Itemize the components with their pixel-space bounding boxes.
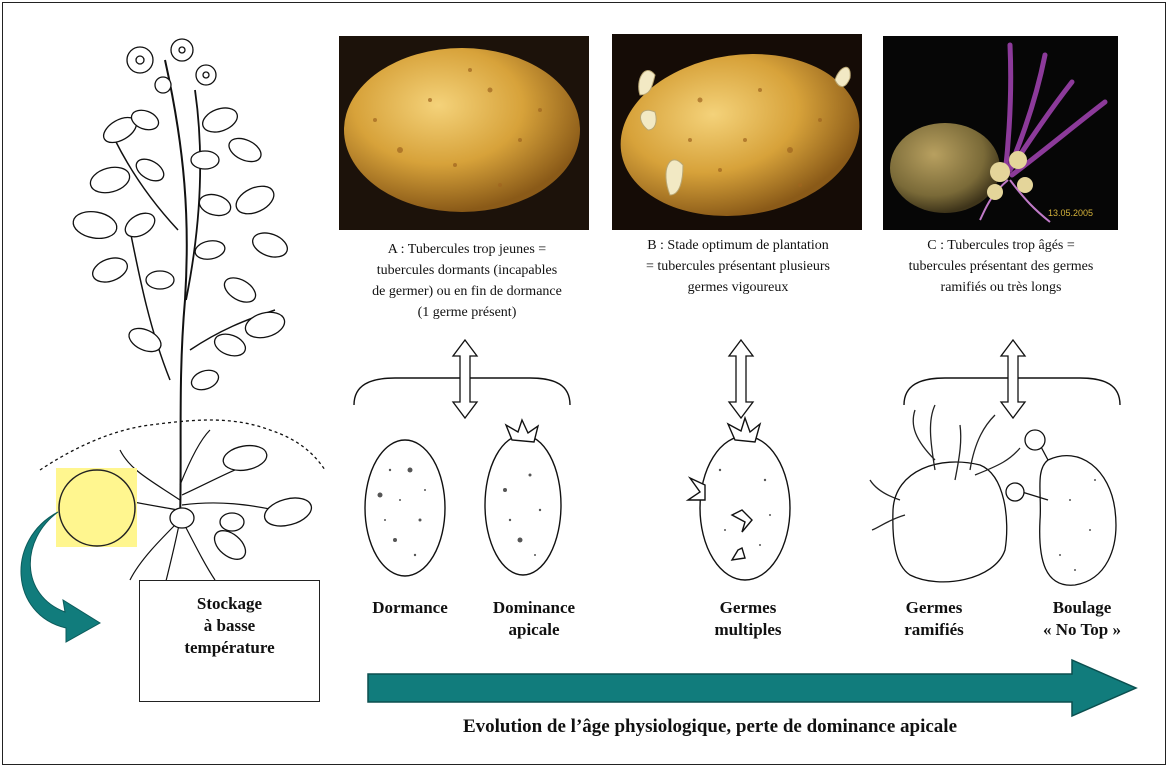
storage-label: Stockage à basse température — [139, 593, 320, 659]
caption-a: A : Tubercules trop jeunes = tubercules … — [336, 239, 598, 323]
double-arrow-c — [1001, 340, 1025, 418]
highlight-disc — [59, 470, 135, 546]
stage-label-multiples: Germes multiples — [688, 597, 808, 641]
tuber-drawing-multiples — [688, 418, 790, 580]
photo-a-tuber — [339, 36, 589, 230]
tuber-drawing-boulage — [1006, 430, 1116, 585]
tuber-drawing-dormance — [365, 440, 445, 576]
caption-b: B : Stade optimum de plantation = tuberc… — [603, 235, 873, 298]
soil-line — [40, 420, 325, 470]
stage-label-dormance: Dormance — [355, 597, 465, 619]
evolution-caption: Evolution de l’âge physiologique, perte … — [330, 716, 1090, 738]
plant-stem — [165, 60, 187, 520]
double-arrow-a — [453, 340, 477, 418]
photo-c-tuber — [883, 36, 1118, 230]
stage-label-ramifies: Germes ramifiés — [884, 597, 984, 641]
tuber-drawing-ramifies — [870, 405, 1020, 582]
double-arrow-b — [729, 340, 753, 418]
flower-cluster — [127, 39, 216, 93]
stage-label-boulage: Boulage « No Top » — [1022, 597, 1142, 641]
caption-c: C : Tubercules trop âgés = tubercules pr… — [870, 235, 1132, 298]
photo-c-datestamp: 13.05.2005 — [1048, 208, 1093, 218]
photo-b-tuber — [610, 34, 870, 231]
evolution-arrow — [368, 660, 1136, 716]
tuber-drawing-dominance — [485, 420, 561, 575]
stage-label-dominance: Dominance apicale — [472, 597, 596, 641]
